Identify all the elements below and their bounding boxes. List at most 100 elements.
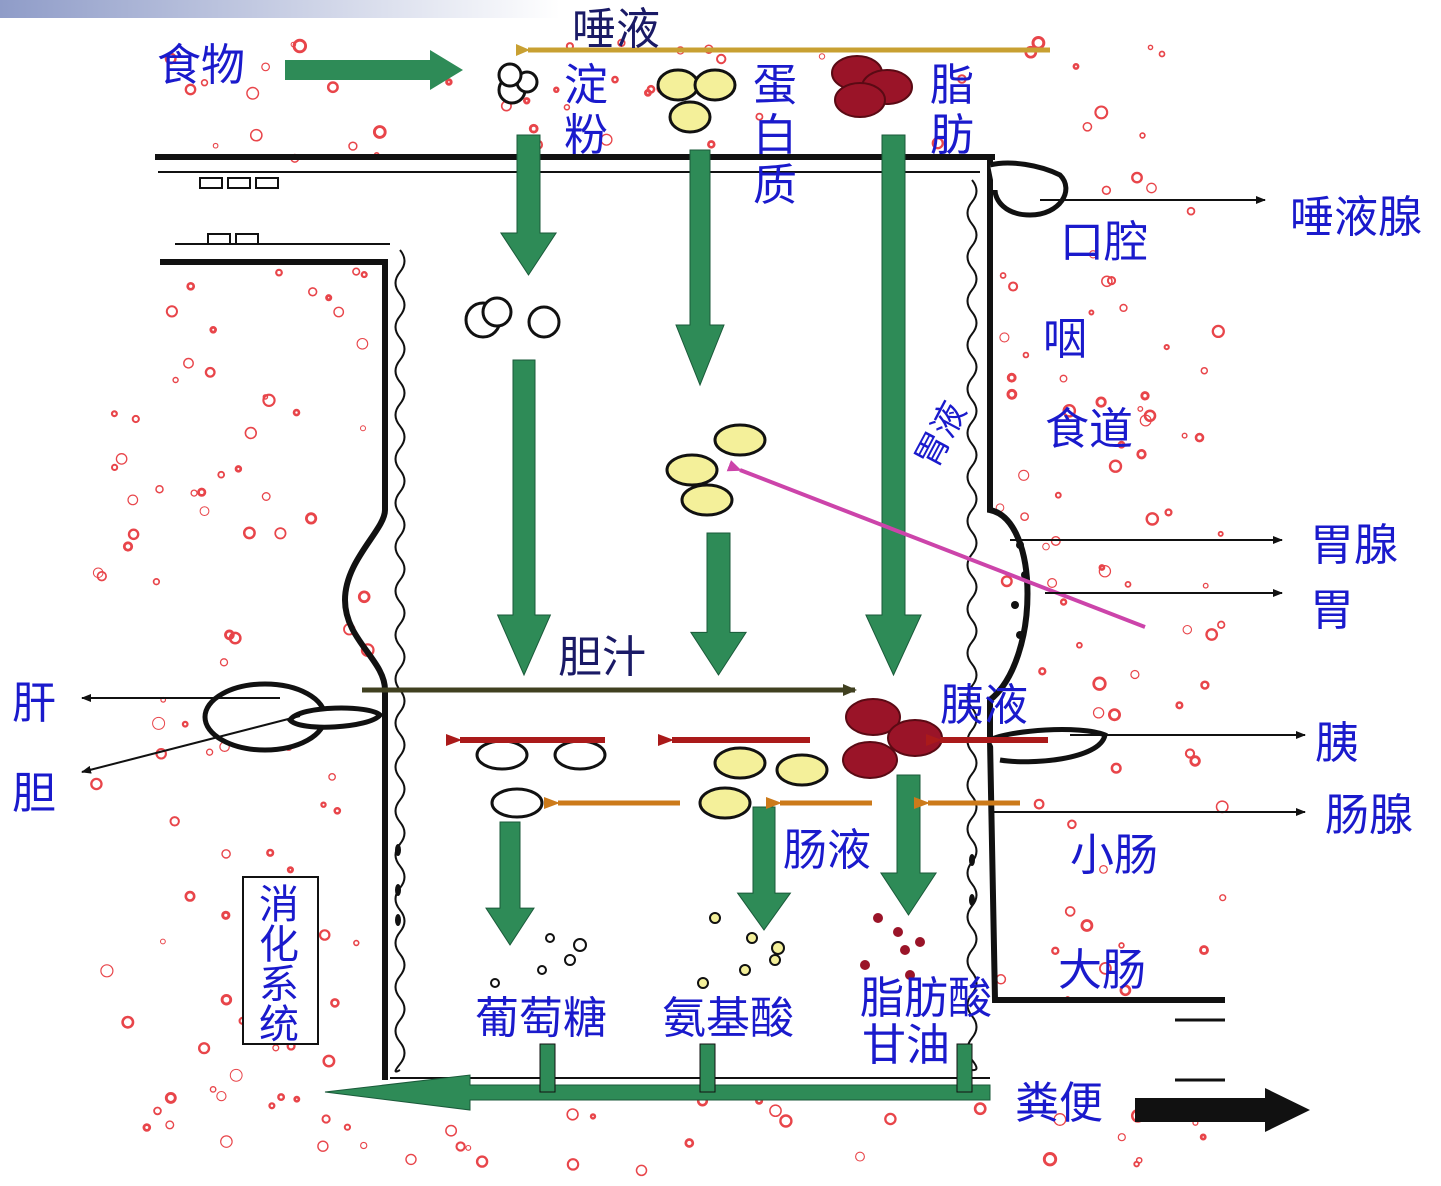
speckle (1035, 800, 1044, 809)
speckle (211, 327, 216, 332)
speckle (1217, 801, 1228, 812)
speckle (717, 55, 725, 63)
speckle (975, 1104, 985, 1114)
speckle (116, 454, 126, 464)
speckle (708, 142, 714, 148)
glucose-dots (491, 934, 586, 987)
speckle (1183, 626, 1191, 634)
saliva-label: 唾液 (572, 4, 660, 55)
system-title-label: 消化系统 (259, 882, 299, 1048)
speckle (1147, 183, 1156, 192)
speckle (345, 1125, 350, 1130)
speckle (568, 1159, 578, 1169)
speckle (166, 1093, 175, 1102)
speckle (1166, 510, 1172, 516)
speckle (294, 410, 299, 415)
glycerol-label: 甘油 (862, 1020, 950, 1071)
speckle (1021, 513, 1028, 520)
speckle (1109, 710, 1119, 720)
speckle (406, 1154, 416, 1164)
absorption-arrow (325, 1075, 990, 1110)
speckle (1103, 186, 1111, 194)
speckle (161, 939, 166, 944)
fattyacid-dots (860, 913, 925, 980)
speckle (183, 722, 188, 727)
speckle (184, 359, 193, 368)
speckle (124, 543, 131, 550)
speckle (1110, 461, 1121, 472)
gastric-gland-label: 胃腺 (1310, 520, 1398, 571)
speckle (524, 99, 529, 104)
pharynx-label: 咽 (1043, 314, 1087, 365)
speckle (251, 130, 262, 141)
stomach-label: 胃 (1310, 585, 1354, 636)
speckle (466, 1146, 471, 1151)
speckle (324, 1056, 334, 1066)
speckle (334, 307, 343, 316)
speckle (331, 999, 338, 1006)
speckle (207, 749, 213, 755)
speckle (477, 1157, 487, 1167)
gastric-juice-label: 胃液 (908, 395, 975, 474)
speckle (123, 1017, 133, 1027)
speckle (996, 975, 1005, 984)
green-flow-arrow (498, 360, 551, 675)
speckle (446, 1126, 456, 1136)
speckle (1201, 947, 1208, 954)
speckle (318, 1141, 328, 1151)
speckle (374, 127, 385, 138)
speckle (1039, 668, 1045, 674)
gastric-juice-arrow (740, 470, 1145, 627)
speckle (144, 1125, 150, 1131)
speckle (530, 125, 537, 132)
speckle (1202, 682, 1209, 689)
fatty-acid-label: 脂肪酸 (860, 973, 992, 1024)
protein-label: 蛋白质 (753, 60, 797, 211)
speckle (167, 306, 177, 316)
speckle (1207, 629, 1217, 639)
speckle (306, 514, 315, 523)
speckle (1074, 64, 1078, 68)
speckle (1061, 600, 1066, 605)
speckle (112, 411, 117, 416)
speckle (270, 1103, 275, 1108)
speckle (1089, 311, 1093, 315)
speckle (1112, 764, 1121, 773)
speckle (245, 428, 256, 439)
speckle (1008, 390, 1016, 398)
speckle (1213, 326, 1224, 337)
speckle (1068, 821, 1076, 829)
speckle (275, 528, 285, 538)
speckle (1220, 895, 1226, 901)
speckle (262, 63, 270, 71)
amino-acid-label: 氨基酸 (662, 993, 794, 1044)
speckle (457, 1142, 465, 1150)
speckle (1138, 450, 1146, 458)
speckle (819, 54, 824, 59)
speckle (1201, 368, 1207, 374)
salivary-gland-shape (990, 163, 1066, 215)
speckle (1056, 493, 1061, 498)
speckle (1044, 1154, 1055, 1165)
speckle (288, 868, 292, 872)
flow-arrows (486, 135, 936, 945)
green-flow-arrow (676, 150, 724, 385)
speckle (1160, 52, 1165, 57)
speckle (166, 1121, 174, 1129)
speckle (133, 416, 139, 422)
speckle (1145, 411, 1155, 421)
speckle (354, 941, 359, 946)
speckle (1083, 123, 1091, 131)
speckle (447, 80, 452, 85)
speckle (154, 1108, 161, 1115)
speckle (221, 659, 228, 666)
speckle (295, 1097, 299, 1101)
speckle (612, 77, 617, 82)
speckle (1048, 579, 1057, 588)
speckle (328, 83, 337, 92)
speckle (321, 803, 325, 807)
food-label: 食物 (157, 40, 245, 91)
speckle (244, 528, 254, 538)
speckle (1140, 133, 1145, 138)
